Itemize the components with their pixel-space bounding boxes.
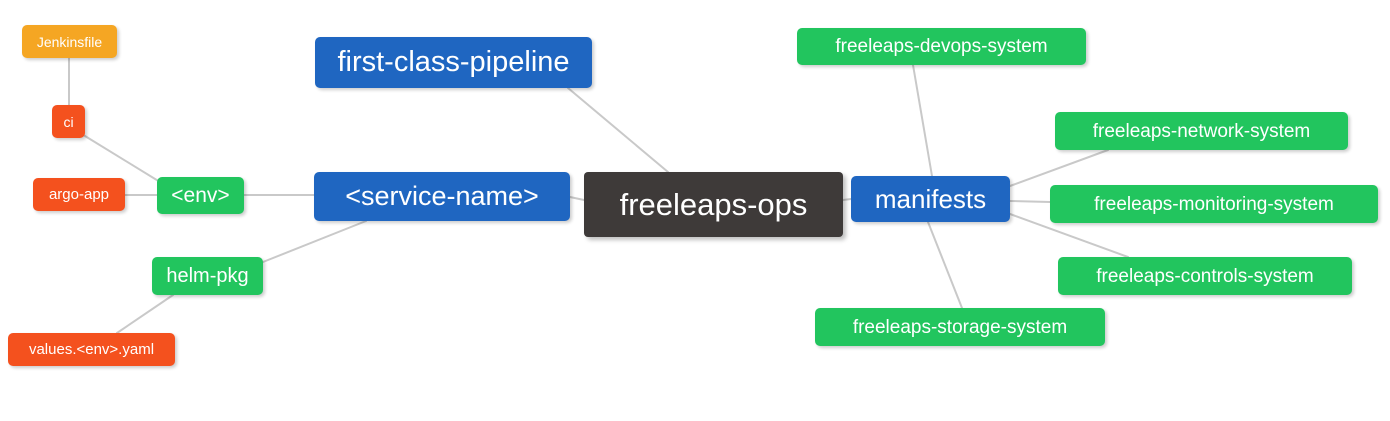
mindmap-node-devops-system[interactable]: freeleaps-devops-system: [797, 28, 1086, 65]
edge-manifests-to-devops-system: [912, 64, 933, 177]
mindmap-node-service-name[interactable]: <service-name>: [314, 172, 570, 221]
mindmap-node-jenkinsfile[interactable]: Jenkinsfile: [22, 25, 117, 58]
mindmap-node-network-system[interactable]: freeleaps-network-system: [1055, 112, 1348, 150]
mindmap-node-first-class-pipeline[interactable]: first-class-pipeline: [315, 37, 592, 88]
mindmap-node-values-yaml[interactable]: values.<env>.yaml: [8, 333, 175, 366]
edge-ci-to-env: [84, 135, 161, 183]
edge-service-name-to-freeleaps-ops: [569, 196, 585, 201]
edge-manifests-to-monitoring-system: [1009, 200, 1051, 203]
edge-service-name-to-helm-pkg: [262, 220, 367, 263]
mindmap-node-manifests[interactable]: manifests: [851, 176, 1010, 222]
mindmap-node-storage-system[interactable]: freeleaps-storage-system: [815, 308, 1105, 346]
mindmap-node-argo-app[interactable]: argo-app: [33, 178, 125, 211]
mindmap-node-helm-pkg[interactable]: helm-pkg: [152, 257, 263, 295]
edge-manifests-to-network-system: [1009, 149, 1109, 187]
mindmap-node-controls-system[interactable]: freeleaps-controls-system: [1058, 257, 1352, 295]
edge-freeleaps-ops-to-manifests: [842, 198, 852, 201]
edge-manifests-to-storage-system: [927, 221, 963, 309]
edge-helm-pkg-to-values-yaml: [116, 294, 174, 334]
mindmap-node-monitoring-system[interactable]: freeleaps-monitoring-system: [1050, 185, 1378, 223]
mindmap-node-env[interactable]: <env>: [157, 177, 244, 214]
edge-first-class-pipeline-to-freeleaps-ops: [567, 87, 669, 173]
mindmap-node-freeleaps-ops[interactable]: freeleaps-ops: [584, 172, 843, 237]
mindmap-node-ci[interactable]: ci: [52, 105, 85, 138]
